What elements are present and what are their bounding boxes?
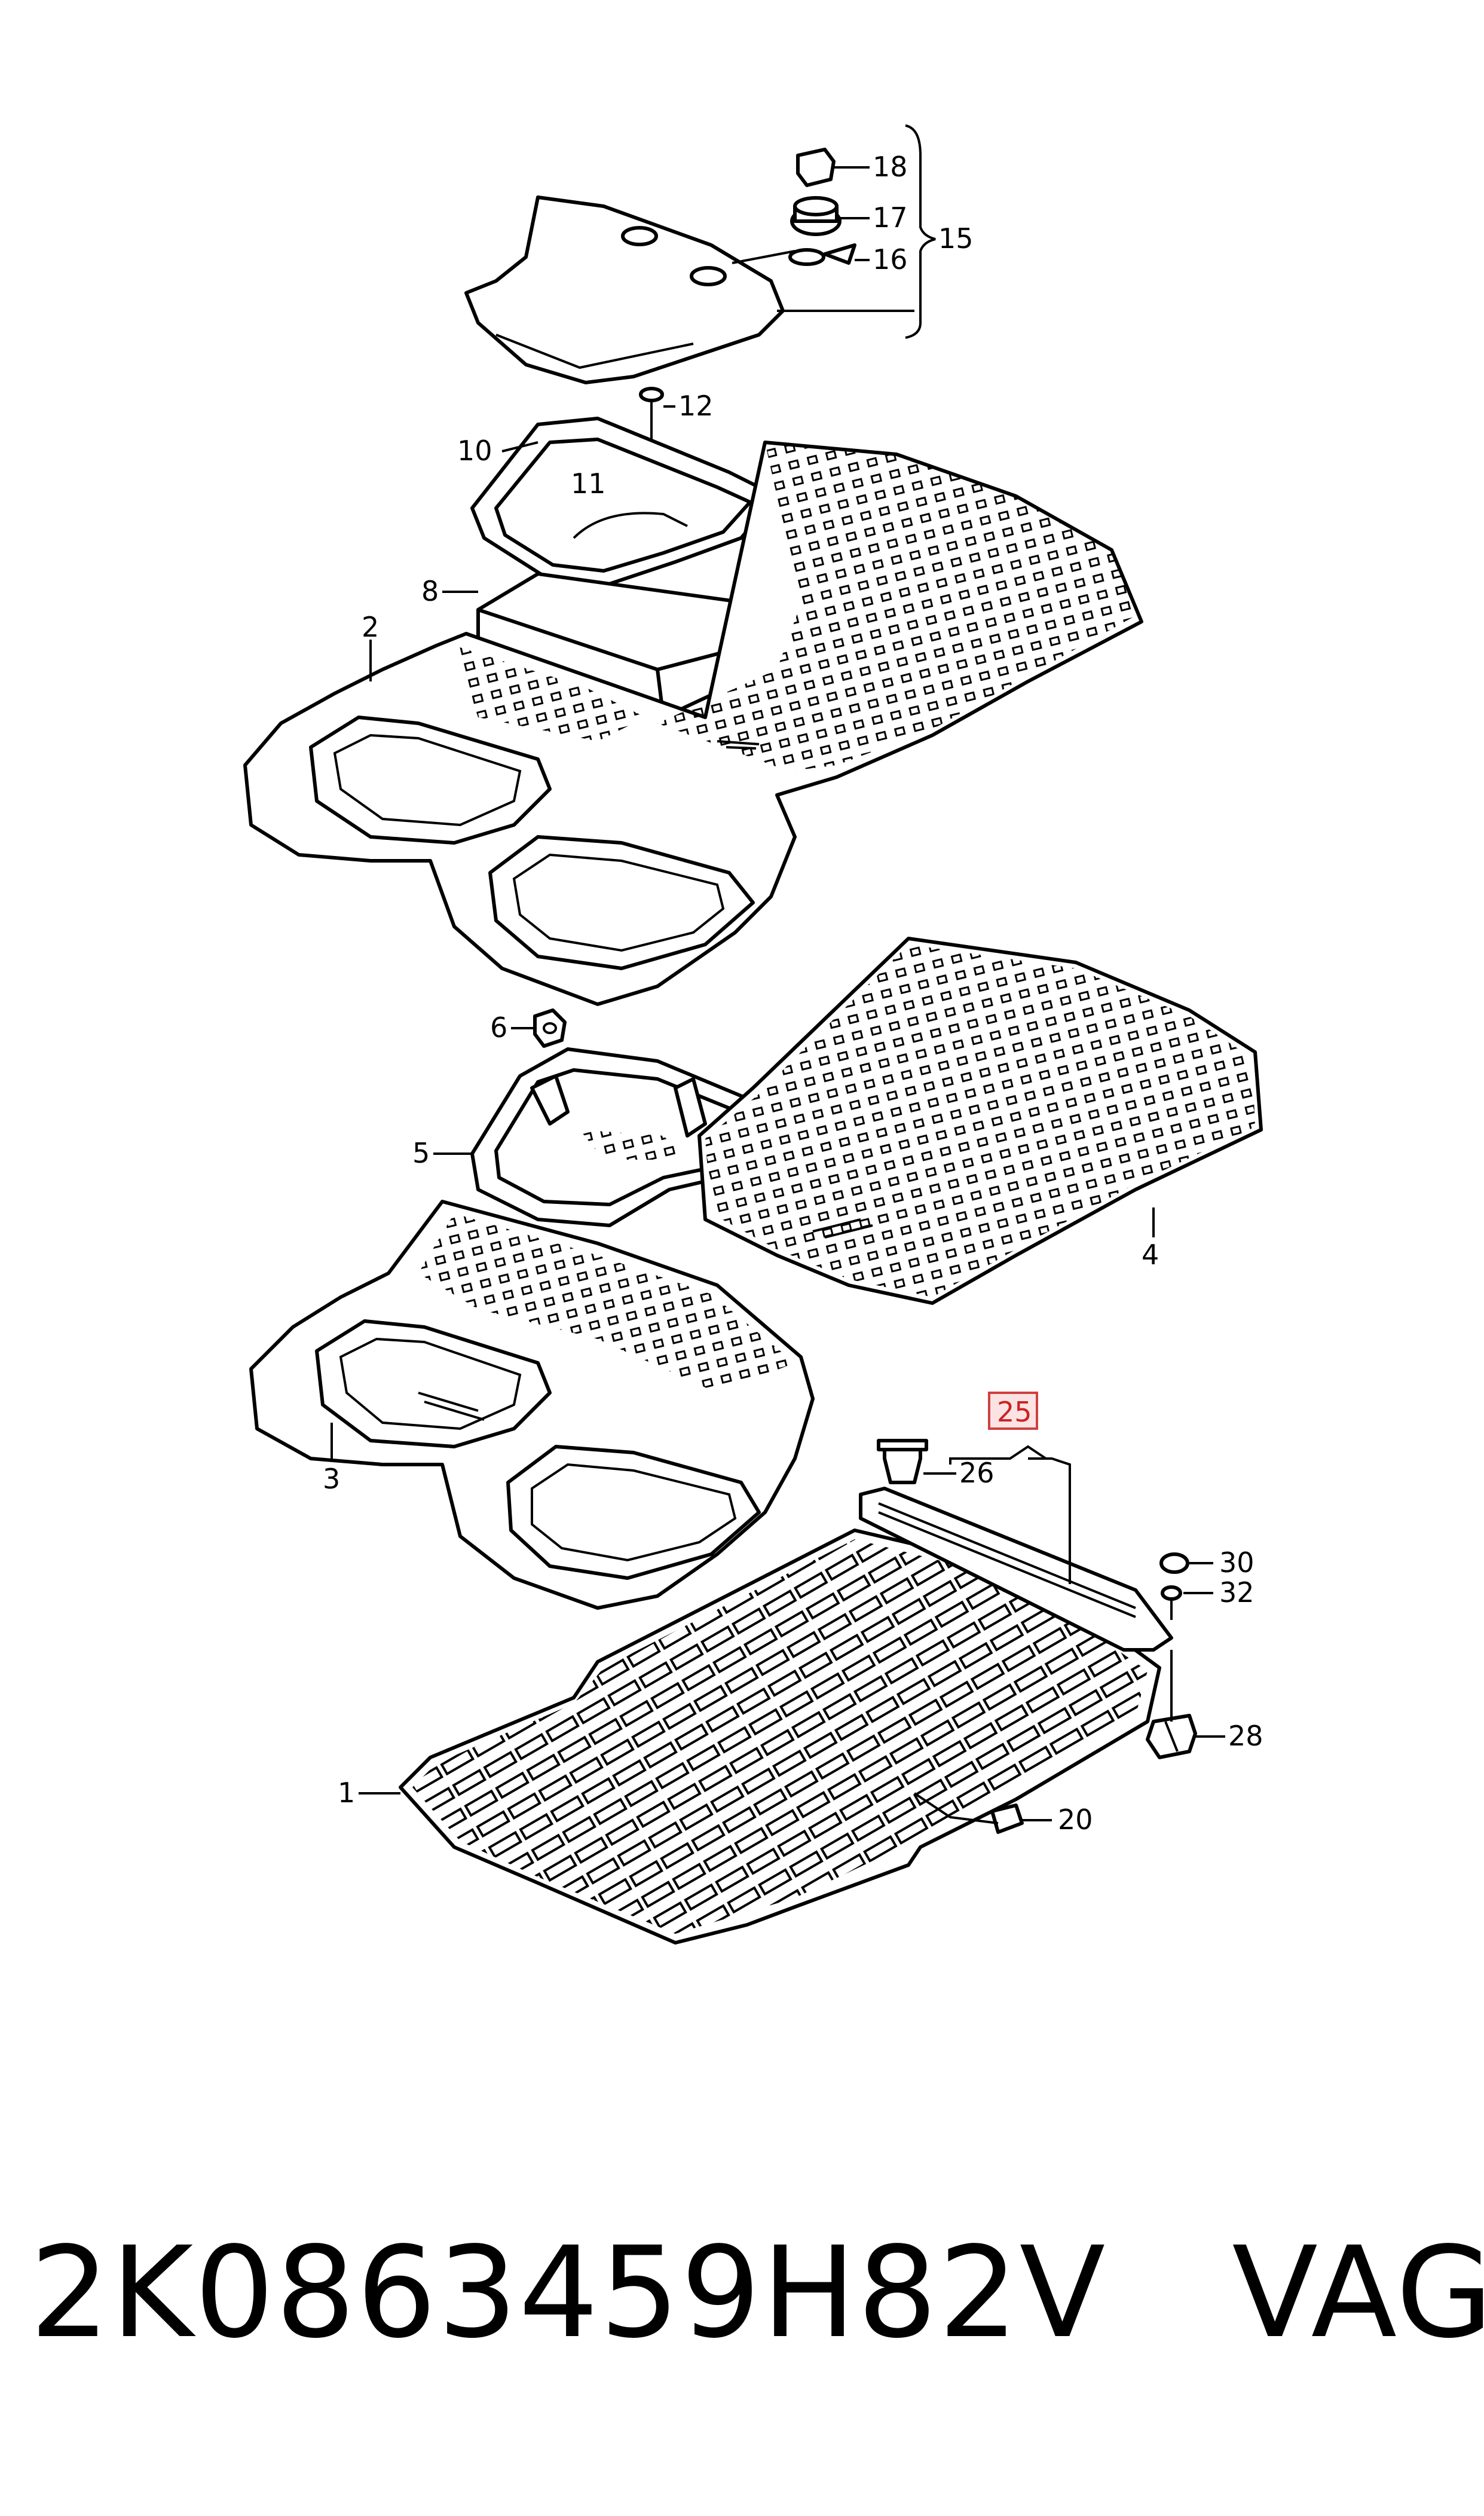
footer: 2K0863459H82V VAG bbox=[30, 2220, 1484, 2366]
callout-8: 8 bbox=[421, 575, 439, 607]
grid-mat-part-4 bbox=[697, 937, 1263, 1305]
callout-18: 18 bbox=[873, 151, 908, 183]
callout-15: 15 bbox=[938, 222, 974, 255]
screw-part-12 bbox=[639, 387, 664, 454]
brand-name: VAG bbox=[1232, 2219, 1484, 2366]
rear-strip-part-25 bbox=[859, 1487, 1173, 1652]
callout-6: 6 bbox=[490, 1011, 507, 1044]
callout-3: 3 bbox=[323, 1463, 340, 1495]
floor-tray-part-3 bbox=[249, 1200, 815, 1610]
callout-11: 11 bbox=[571, 467, 606, 500]
cap-part-30 bbox=[1159, 1552, 1189, 1574]
callout-25-highlight-box bbox=[988, 1392, 1038, 1430]
callout-25[interactable]: 25 bbox=[997, 1396, 1032, 1428]
exploded-parts-diagram: 18 17 16 15 12 10 11 8 2 6 5 4 3 25 26 3… bbox=[243, 124, 1263, 1945]
callout-17: 17 bbox=[873, 201, 908, 234]
part-number: 2K0863459H82V bbox=[30, 2219, 1107, 2366]
callout-30: 30 bbox=[1219, 1546, 1254, 1579]
floor-tray-part-2 bbox=[243, 441, 1143, 1006]
clip-part-28 bbox=[1146, 1714, 1197, 1759]
callout-26: 26 bbox=[959, 1457, 995, 1489]
callout-16: 16 bbox=[873, 243, 908, 276]
nut-part-6 bbox=[533, 1008, 567, 1048]
callout-5: 5 bbox=[412, 1137, 430, 1169]
grommet-part-17 bbox=[790, 196, 842, 236]
callout-32: 32 bbox=[1219, 1576, 1254, 1609]
frame-part-5 bbox=[470, 1047, 785, 1227]
knob-part-18 bbox=[796, 148, 836, 187]
callout-1: 1 bbox=[338, 1777, 355, 1809]
callout-2: 2 bbox=[362, 611, 379, 643]
frame-part-10 bbox=[470, 417, 779, 588]
callout-10: 10 bbox=[457, 435, 492, 467]
screw-part-32 bbox=[1161, 1585, 1182, 1620]
callout-4: 4 bbox=[1142, 1239, 1159, 1271]
callout-12: 12 bbox=[678, 390, 714, 422]
clip-part-26 bbox=[877, 1439, 928, 1484]
clip-part-16 bbox=[788, 243, 856, 266]
callout-20: 20 bbox=[1058, 1803, 1093, 1836]
callout-28: 28 bbox=[1228, 1720, 1263, 1752]
clip-part-20 bbox=[990, 1803, 1024, 1834]
cover-lid-part-15 bbox=[464, 195, 785, 384]
